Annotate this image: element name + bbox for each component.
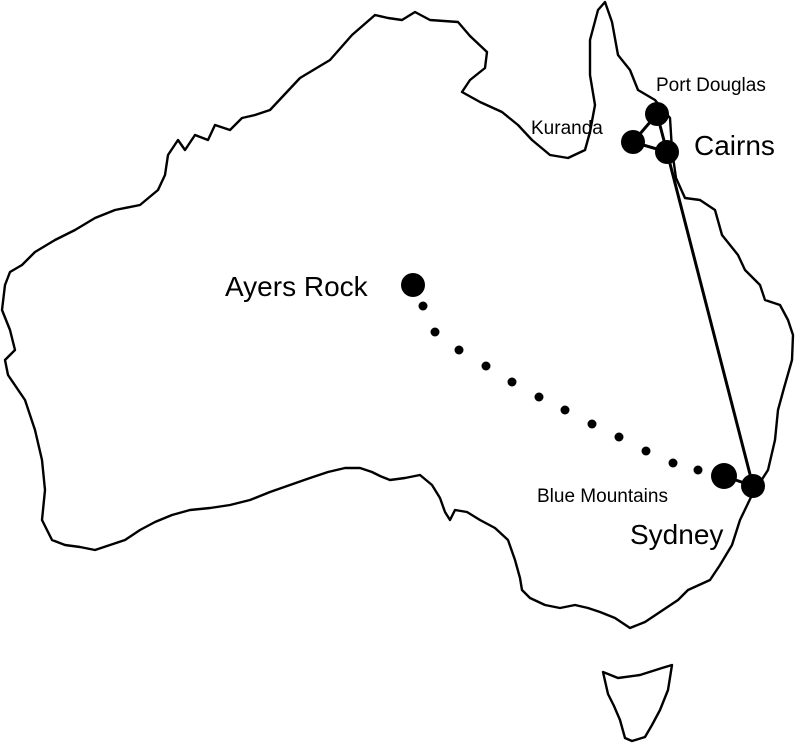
route-dot [668, 458, 678, 468]
route-dot [534, 392, 544, 402]
route-sydney-cairns [665, 150, 755, 488]
route-dot [587, 419, 597, 429]
route-dot [614, 432, 624, 442]
stop-blue-mountains [711, 463, 737, 489]
label-cairns: Cairns [694, 130, 775, 161]
label-kuranda: Kuranda [531, 118, 603, 139]
route-dot [481, 361, 491, 371]
dotted-route-ayers-rock-blue-mountains [418, 301, 703, 475]
label-ayers-rock: Ayers Rock [225, 271, 369, 302]
route-dot [693, 465, 703, 475]
stop-cairns [655, 140, 679, 164]
stop-port-douglas [645, 102, 669, 126]
stop-sydney [741, 474, 765, 498]
tasmania-outline [601, 663, 674, 743]
route-dot [507, 377, 517, 387]
route-dot [560, 405, 570, 415]
route-dot [418, 301, 428, 311]
route-dot [454, 345, 464, 355]
stop-ayers-rock [401, 273, 425, 297]
label-sydney: Sydney [630, 519, 723, 550]
label-blue-mountains: Blue Mountains [537, 486, 668, 507]
australia-mainland-outline [0, 0, 795, 630]
route-dot [641, 446, 651, 456]
label-port-douglas: Port Douglas [656, 75, 766, 96]
stop-kuranda [621, 130, 645, 154]
route-dot [430, 327, 440, 337]
